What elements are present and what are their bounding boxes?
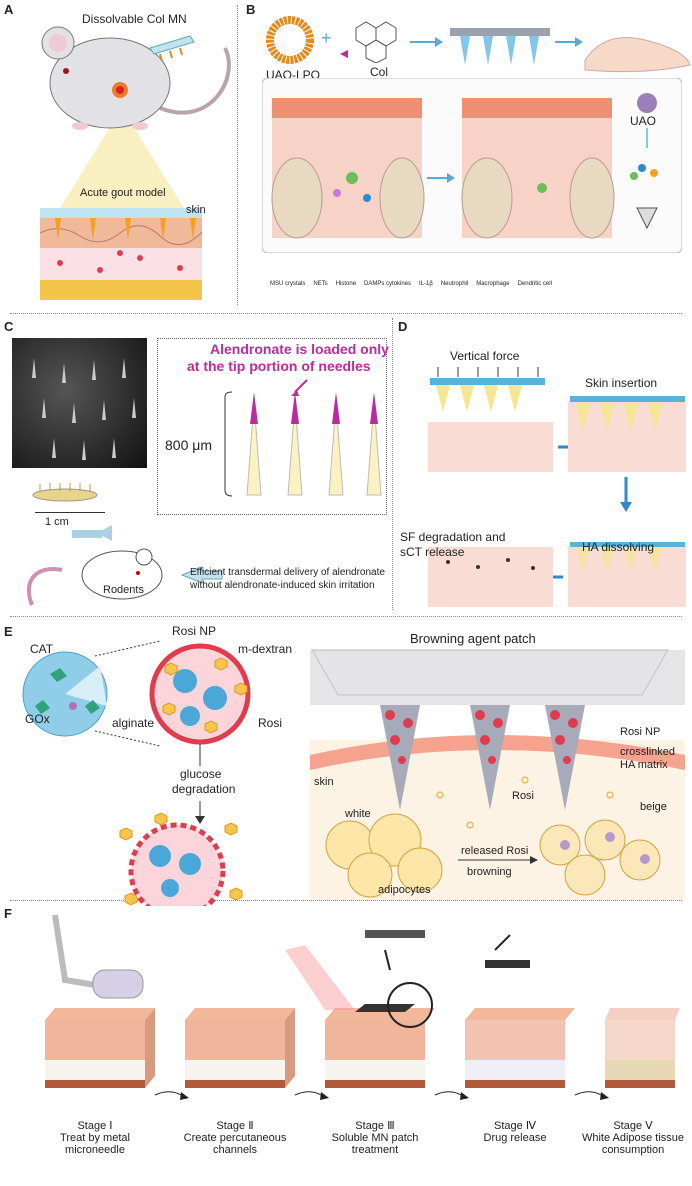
legend-msu-crystals: MSU crystals	[270, 281, 306, 287]
stage-2: Stage Ⅱ Create percutaneous channels	[180, 1120, 290, 1156]
panel-e-right	[310, 649, 685, 900]
adipocytes-label: adipocytes	[378, 884, 431, 896]
microneedle-photo	[12, 338, 147, 468]
legend-nets: NETs	[313, 281, 328, 287]
col-label: Col	[370, 65, 389, 79]
photo-needle-dots	[32, 358, 136, 460]
plus-sign: +	[321, 28, 332, 48]
panel-f-diagram	[45, 914, 680, 1100]
stage-2-title: Stage Ⅱ	[216, 1120, 254, 1132]
panel-a-letter: A	[4, 2, 14, 17]
sf-degradation-line-1: SF degradation and	[400, 530, 506, 544]
cat-label: CAT	[30, 642, 54, 656]
stage-1: Stage Ⅰ Treat by metal microneedle	[40, 1120, 150, 1156]
skin-insertion-label: Skin insertion	[585, 376, 658, 390]
stage-1-title: Stage Ⅰ	[77, 1120, 113, 1132]
ha-dissolving-label: HA dissolving	[582, 540, 655, 554]
scale-bar	[35, 512, 105, 513]
sf-degradation-line-2: sCT release	[400, 545, 465, 559]
browning-patch-title: Browning agent patch	[410, 631, 536, 646]
panel-e-left	[22, 640, 251, 906]
alginate-label: alginate	[112, 716, 155, 730]
needle-length-label: 800 μm	[165, 437, 212, 453]
stage-5: Stage Ⅴ White Adipose tissue consumption	[578, 1120, 688, 1156]
crosslinked-line-1: crosslinked	[620, 746, 676, 758]
stage-4: Stage Ⅳ Drug release	[460, 1120, 570, 1144]
panel-b-joint-illustration	[262, 78, 682, 253]
panel-d-diagram	[428, 367, 686, 607]
rosi-right-label: Rosi	[512, 790, 535, 802]
stage-1-desc: Treat by metal microneedle	[60, 1132, 130, 1156]
panel-f-letter: F	[4, 906, 12, 921]
needle-zoom-box	[157, 338, 387, 515]
rosi-label: Rosi	[258, 716, 283, 730]
legend-macrophage: Macrophage	[476, 281, 510, 287]
scale-bar-label: 1 cm	[45, 516, 69, 528]
rodents-label: Rodents	[103, 584, 144, 596]
separator-2	[10, 616, 682, 617]
stage-5-title: Stage Ⅴ	[613, 1120, 653, 1132]
rodent-illustration	[26, 525, 223, 606]
legend-histone: Histone	[335, 281, 357, 287]
separator-1	[10, 313, 682, 314]
white-label: white	[345, 808, 371, 820]
uao-lpo-illustration	[266, 16, 314, 64]
uao-label: UAO	[630, 114, 657, 128]
legend-il1b: IL-1β	[419, 281, 433, 287]
glucose-line-2: degradation	[172, 782, 236, 796]
rosi-np-title: Rosi NP	[172, 624, 217, 638]
legend-dendritic-cell: Dendritic cell	[517, 281, 552, 287]
stage-3-title: Stage Ⅲ	[355, 1120, 395, 1132]
browning-label: browning	[467, 866, 512, 878]
legend-neutrophil: Neutrophil	[440, 281, 469, 287]
beige-label: beige	[640, 801, 667, 813]
stage-4-desc: Drug release	[483, 1132, 547, 1144]
panel-b-patch	[410, 28, 691, 73]
panel-e-letter: E	[4, 624, 13, 639]
separator-v1	[237, 5, 238, 305]
stage-4-title: Stage Ⅳ	[494, 1120, 536, 1132]
mouse-illustration	[39, 26, 231, 300]
panel-b-legend: MSU crystals NETs Histone DAMPs cytokine…	[270, 281, 690, 287]
headline-line-2: at the tip portion of needles	[187, 358, 371, 374]
delivery-line-1: Efficient transdermal delivery of alendr…	[190, 567, 385, 578]
mn-patch-small	[32, 483, 98, 502]
panel-a-model-label: Acute gout model	[80, 187, 166, 199]
stage-2-desc: Create percutaneous channels	[183, 1132, 287, 1156]
crosslinked-line-2: HA matrix	[620, 759, 668, 771]
stage-3: Stage Ⅲ Soluble MN patch treatment	[320, 1120, 430, 1156]
vertical-force-label: Vertical force	[450, 349, 520, 363]
legend-damps: DAMPs cytokines	[364, 281, 412, 287]
panel-a-skin-label: skin	[186, 204, 206, 216]
needle-diagram	[224, 379, 382, 497]
released-rosi-label: released Rosi	[461, 845, 529, 857]
panel-b-letter: B	[246, 2, 256, 17]
rosi-np-right-label: Rosi NP	[620, 726, 661, 738]
delivery-line-2: without alendronate-induced skin irritat…	[190, 580, 375, 591]
panel-c-letter: C	[4, 319, 14, 334]
headline-line-1: Alendronate is loaded only	[210, 341, 389, 357]
stage-5-desc: White Adipose tissue consumption	[581, 1132, 685, 1156]
separator-v2	[392, 318, 393, 610]
col-structure-icon	[340, 21, 397, 63]
panel-d-letter: D	[398, 319, 408, 334]
stage-3-desc: Soluble MN patch treatment	[331, 1132, 419, 1156]
skin-right-label: skin	[314, 776, 334, 788]
panel-a-title: Dissolvable Col MN	[82, 12, 187, 26]
separator-3	[10, 900, 682, 901]
m-dextran-label: m-dextran	[238, 642, 293, 656]
gox-label: GOx	[25, 712, 50, 726]
glucose-line-1: glucose	[180, 767, 222, 781]
